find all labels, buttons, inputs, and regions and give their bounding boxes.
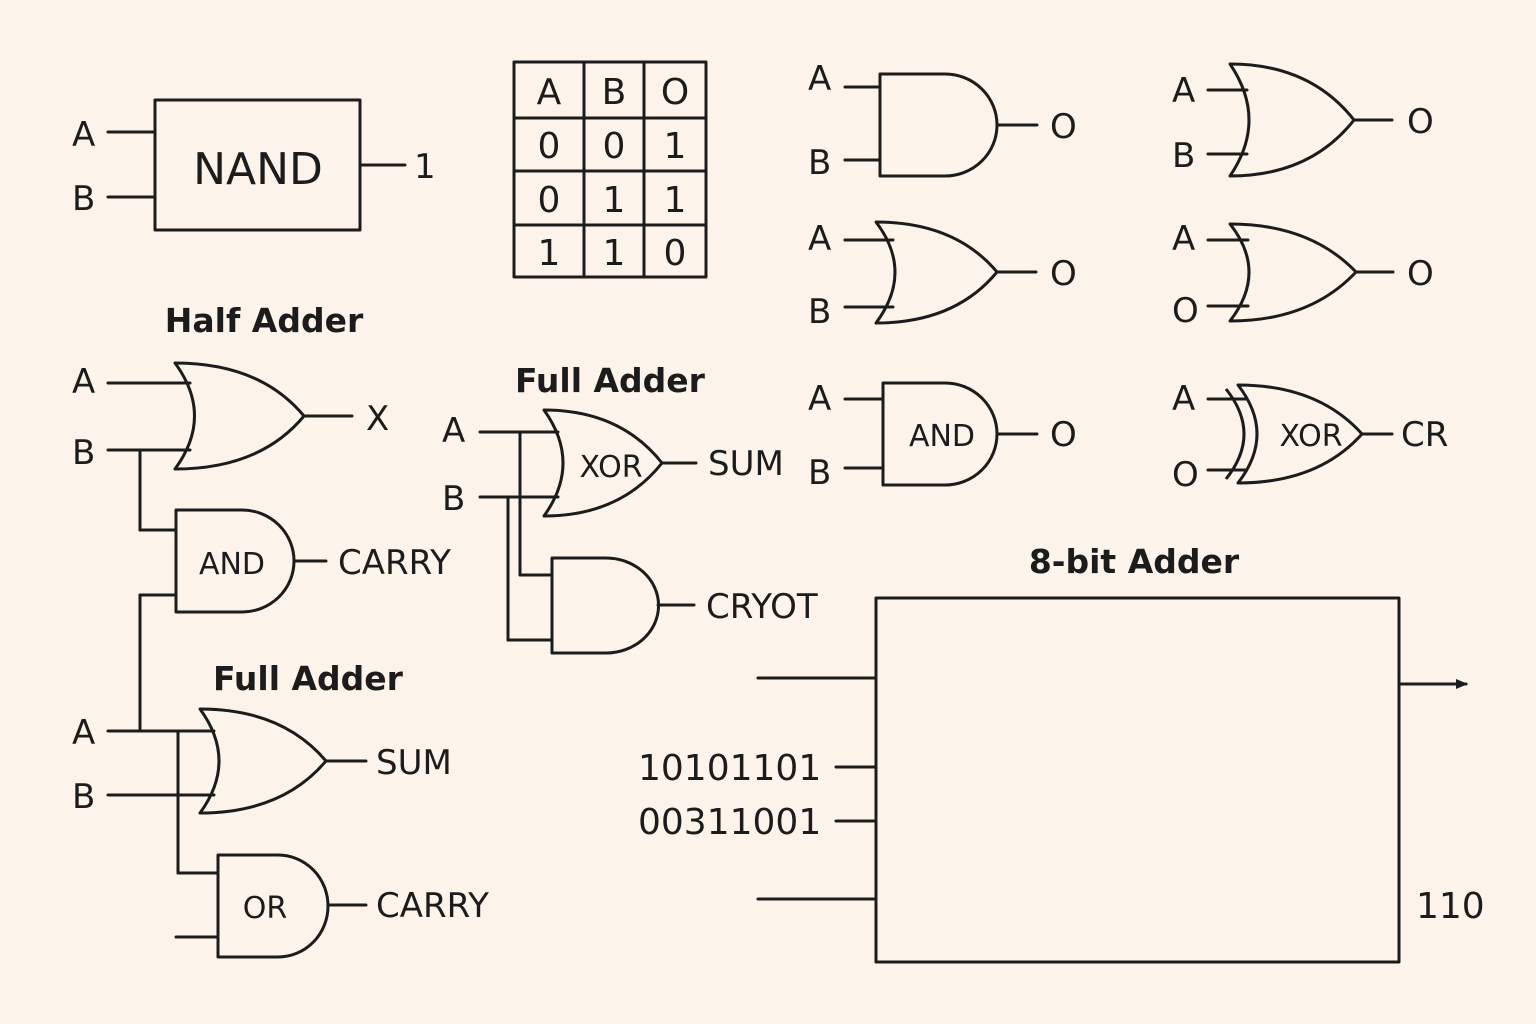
gate-input-label: B (1172, 136, 1195, 176)
truth-cell: 0 (664, 233, 687, 274)
gate-input-label: A (808, 219, 831, 259)
truth-cell: 1 (603, 180, 626, 221)
gate-input-label: O (1172, 455, 1199, 495)
gate-input-label: B (808, 292, 831, 332)
nand-input-b-label: B (72, 179, 95, 219)
eight-bit-adder-title: 8-bit Adder (1029, 542, 1240, 581)
half-adder: Half Adder A B X AND CARRY (72, 301, 451, 733)
half-adder-input-a: A (72, 362, 95, 402)
full-adder-mid-input-a: A (442, 411, 465, 451)
gate-output-label: O (1050, 107, 1077, 147)
gate-label: AND (909, 419, 975, 454)
xor-gate-shape (1236, 383, 1364, 485)
gate-input-label: B (808, 143, 831, 183)
full-adder-left: Full Adder A B SUM OR CARRY (72, 659, 489, 959)
truth-cell: 1 (603, 233, 626, 274)
grid-gate-2: A B O (1172, 62, 1434, 178)
gate-output-label: O (1050, 415, 1077, 455)
gate-output-label: CR (1401, 415, 1448, 455)
grid-gate-3: A B O (808, 219, 1077, 332)
full-adder-mid-title: Full Adder (515, 361, 706, 400)
and-gate-shape (550, 556, 661, 655)
gate-label: XOR (1279, 419, 1342, 454)
half-adder-carry-output: CARRY (338, 543, 451, 583)
or-gate-shape (198, 707, 328, 815)
gate-input-label: O (1172, 291, 1199, 331)
nand-output-label: 1 (414, 147, 436, 187)
or-gate-shape (1228, 62, 1356, 178)
full-adder-left-input-a: A (72, 713, 95, 753)
truth-cell: 0 (538, 180, 561, 221)
truth-header-a: A (537, 72, 562, 113)
and-gate-shape (878, 72, 999, 178)
full-adder-left-title: Full Adder (213, 659, 404, 698)
full-adder-left-sum-output: SUM (376, 743, 452, 783)
gate-output-label: O (1407, 254, 1434, 294)
grid-gate-5: AND A B O (808, 379, 1077, 493)
half-adder-input-b: B (72, 433, 95, 473)
gate-input-label: A (1172, 219, 1195, 259)
grid-gate-1: A B O (808, 59, 1077, 183)
eight-bit-adder: 8-bit Adder 10101101 00311001 110 (638, 542, 1485, 964)
or-gate-shape (1228, 222, 1358, 323)
truth-cell: 1 (664, 180, 687, 221)
truth-header-o: O (661, 72, 689, 113)
full-adder-mid-carry-output: CRYOT (706, 587, 818, 627)
gate-input-label: A (808, 59, 831, 99)
full-adder-left-or-label: OR (243, 891, 287, 926)
or-gate-shape (173, 361, 306, 471)
nand-input-a-label: A (72, 115, 95, 155)
full-adder-mid: Full Adder XOR A B SUM CRYOT (442, 361, 818, 655)
gate-input-label: A (1172, 379, 1195, 419)
xor-gate-shape (542, 408, 664, 518)
full-adder-left-carry-output: CARRY (376, 886, 489, 926)
grid-gate-6: XOR A O CR (1172, 379, 1448, 495)
full-adder-mid-sum-output: SUM (708, 444, 784, 484)
truth-header-b: B (602, 72, 627, 113)
eight-bit-adder-box (874, 596, 1401, 964)
gate-output-label: O (1050, 254, 1077, 294)
and-gate-shape (174, 508, 296, 614)
or-gate-shape (874, 220, 999, 325)
gate-input-label: A (808, 379, 831, 419)
full-adder-mid-input-b: B (442, 479, 465, 519)
nand-label: NAND (193, 144, 323, 195)
full-adder-mid-xor-label: XOR (579, 450, 642, 485)
nand-block: A B NAND 1 (72, 98, 436, 232)
truth-table: A B O 0 0 1 0 1 1 1 1 0 (512, 60, 708, 279)
gate-input-label: A (1172, 71, 1195, 111)
half-adder-and-label: AND (199, 547, 265, 582)
eight-bit-adder-input-2: 00311001 (638, 802, 821, 843)
half-adder-or-output: X (366, 399, 389, 439)
eight-bit-adder-input-1: 10101101 (638, 748, 821, 789)
eight-bit-adder-output-value: 110 (1416, 886, 1485, 927)
grid-gate-4: A O O (1172, 219, 1434, 331)
truth-cell: 0 (603, 126, 626, 167)
gate-output-label: O (1407, 102, 1434, 142)
gate-input-label: B (808, 453, 831, 493)
truth-cell: 0 (538, 126, 561, 167)
or-gate-shape (216, 853, 330, 959)
truth-cell: 1 (538, 233, 561, 274)
and-gate-shape (881, 381, 999, 487)
half-adder-title: Half Adder (165, 301, 364, 340)
truth-cell: 1 (664, 126, 687, 167)
full-adder-left-input-b: B (72, 777, 95, 817)
